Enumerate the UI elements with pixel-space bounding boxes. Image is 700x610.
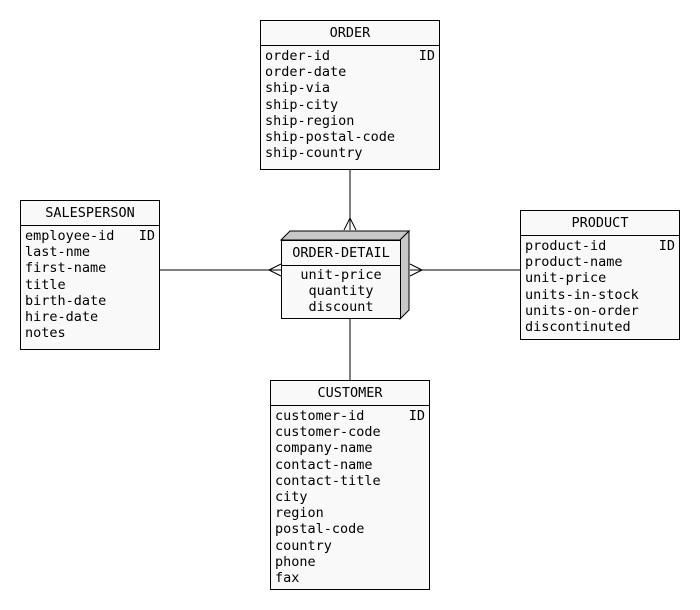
attribute-row: city <box>275 489 425 505</box>
attribute-name: units-on-order <box>525 302 639 319</box>
attribute-name: title <box>25 276 66 293</box>
attribute-row: product-name <box>525 254 675 270</box>
attribute-name: customer-id <box>275 408 365 424</box>
attribute-name: birth-date <box>25 292 107 309</box>
attribute-name: city <box>275 489 308 506</box>
attribute-list: product-id ID product-name unit-price uni… <box>521 236 679 335</box>
attribute-name: hire-date <box>25 309 99 326</box>
entity-product: PRODUCT product-id ID product-name unit-p… <box>520 210 680 340</box>
attribute-row: hire-date <box>25 309 155 325</box>
attribute-name: ship-city <box>265 96 339 113</box>
attribute-row: customer-id ID <box>275 408 425 424</box>
attribute-row: customer-code <box>275 424 425 440</box>
key-marker: ID <box>138 228 155 244</box>
attribute-name: order-id <box>265 48 331 64</box>
entity-title: SALESPERSON <box>21 201 159 226</box>
attribute-row: ship-postal-code <box>265 129 435 145</box>
attribute-name: order-date <box>265 64 347 81</box>
attribute-row: first-name <box>25 260 155 276</box>
entity-title: PRODUCT <box>521 211 679 236</box>
attribute-name: quantity <box>308 283 374 300</box>
attribute-name: product-id <box>525 238 607 254</box>
attribute-name: discontinuted <box>525 319 631 336</box>
entity-customer: CUSTOMER customer-id ID customer-code com… <box>270 380 430 590</box>
attribute-list: unit-price quantity discount <box>282 266 400 316</box>
attribute-name: company-name <box>275 440 373 457</box>
attribute-name: first-name <box>25 260 107 277</box>
attribute-name: ship-country <box>265 145 363 162</box>
entity-title: ORDER <box>261 21 439 46</box>
attribute-name: ship-postal-code <box>265 129 396 146</box>
attribute-row: order-id ID <box>265 48 435 64</box>
attribute-row: country <box>275 538 425 554</box>
attribute-name: notes <box>25 325 66 342</box>
attribute-name: phone <box>275 553 316 570</box>
attribute-name: contact-name <box>275 456 373 473</box>
attribute-name: region <box>275 505 324 522</box>
attribute-row: ship-country <box>265 145 435 161</box>
crows-foot-product <box>409 263 423 277</box>
attribute-name: postal-code <box>275 521 365 538</box>
attribute-row: birth-date <box>25 293 155 309</box>
attribute-row: units-in-stock <box>525 287 675 303</box>
attribute-name: fax <box>275 570 300 587</box>
attribute-row: employee-id ID <box>25 228 155 244</box>
attribute-row: company-name <box>275 440 425 456</box>
attribute-name: country <box>275 537 332 554</box>
attribute-name: last-nme <box>25 244 91 261</box>
attribute-row: postal-code <box>275 521 425 537</box>
attribute-name: ship-via <box>265 80 331 97</box>
attribute-name: unit-price <box>300 267 382 283</box>
attribute-row: discontinuted <box>525 319 675 335</box>
attribute-name: ship-region <box>265 112 355 129</box>
crows-foot-order <box>343 217 357 231</box>
entity-title: ORDER-DETAIL <box>282 241 400 266</box>
attribute-name: employee-id <box>25 228 115 244</box>
key-marker: ID <box>418 48 435 64</box>
attribute-row: title <box>25 277 155 293</box>
attribute-name: discount <box>308 299 374 316</box>
entity-order: ORDER order-id ID order-date ship-via shi… <box>260 20 440 170</box>
attribute-row: ship-region <box>265 113 435 129</box>
attribute-name: product-name <box>525 254 623 271</box>
attribute-name: unit-price <box>525 270 607 287</box>
attribute-row: contact-name <box>275 457 425 473</box>
attribute-row: contact-title <box>275 473 425 489</box>
attribute-row: phone <box>275 554 425 570</box>
entity-order-detail: ORDER-DETAIL unit-price quantity discoun… <box>281 240 401 319</box>
attribute-name: contact-title <box>275 472 381 489</box>
attribute-row: product-id ID <box>525 238 675 254</box>
crows-foot-salesperson <box>268 263 282 277</box>
attribute-row: order-date <box>265 64 435 80</box>
attribute-row: last-nme <box>25 244 155 260</box>
attribute-row: fax <box>275 570 425 586</box>
key-marker: ID <box>408 408 425 424</box>
attribute-row: notes <box>25 325 155 341</box>
attribute-row: ship-city <box>265 97 435 113</box>
attribute-name: units-in-stock <box>525 286 639 303</box>
attribute-list: customer-id ID customer-code company-name… <box>271 406 429 586</box>
attribute-row: region <box>275 505 425 521</box>
attribute-row: units-on-order <box>525 303 675 319</box>
attribute-row: ship-via <box>265 80 435 96</box>
entity-title: CUSTOMER <box>271 381 429 406</box>
attribute-list: order-id ID order-date ship-via ship-city… <box>261 46 439 161</box>
entity-salesperson: SALESPERSON employee-id ID last-nme first… <box>20 200 160 350</box>
attribute-name: customer-code <box>275 424 381 441</box>
key-marker: ID <box>658 238 675 254</box>
attribute-row: unit-price <box>525 270 675 286</box>
